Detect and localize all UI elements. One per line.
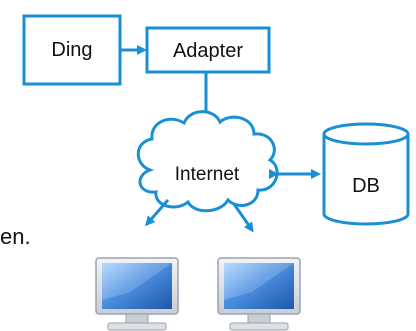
adapter-label: Adapter [173, 40, 243, 62]
adapter-node: Adapter [145, 26, 271, 74]
computer-left-icon [95, 257, 179, 331]
computer-right-icon [217, 257, 301, 331]
arrow-internet-to-computer-left [145, 199, 170, 227]
ding-label: Ding [51, 39, 92, 61]
internet-node: Internet [136, 110, 279, 213]
db-node: DB [322, 122, 410, 226]
db-label: DB [352, 175, 380, 197]
cloud-shape [136, 110, 279, 213]
text-fragment: en. [0, 224, 31, 249]
arrow-internet-to-computer-right [232, 203, 254, 233]
ding-node: Ding [22, 14, 122, 86]
internet-label: Internet [175, 164, 240, 185]
